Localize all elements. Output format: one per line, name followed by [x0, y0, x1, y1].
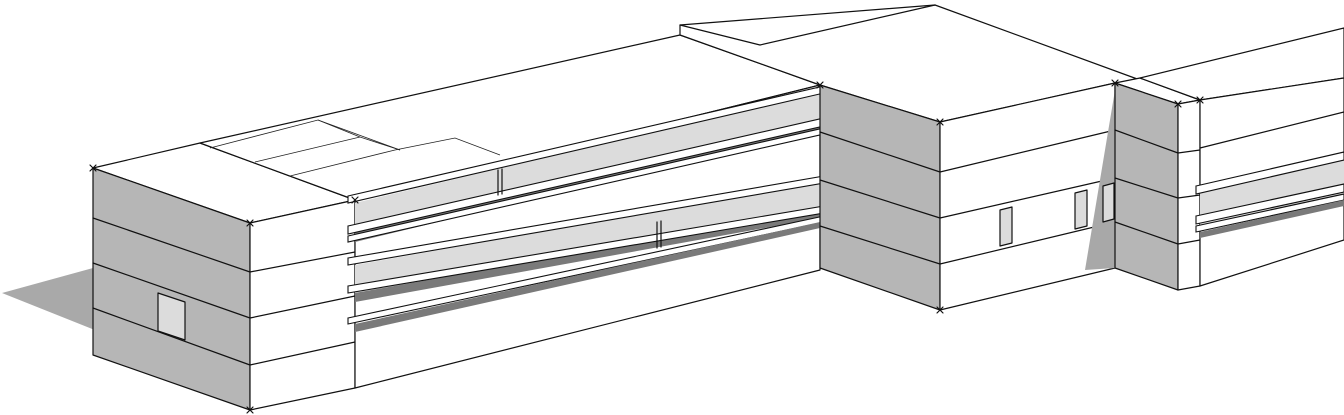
- right-floor-line-1: [1114, 129, 1201, 154]
- middle-block-shaded-face: [819, 84, 941, 311]
- roof-panel-line-4: [317, 119, 361, 138]
- tick-3: [351, 196, 359, 204]
- right-wing-rail-lower: [1195, 193, 1344, 233]
- right-wing-rail-top: [1195, 151, 1344, 195]
- left-block-floor-line-3: [92, 307, 356, 366]
- tick-10: [936, 306, 944, 314]
- right-floor-line-2: [1114, 177, 1201, 199]
- middle-roof-ridge: [679, 4, 936, 46]
- middle-block-front-face: [939, 82, 1116, 311]
- tick-6: [936, 118, 944, 126]
- right-wing-roof: [1139, 27, 1344, 101]
- left-block-floor-line-1: [92, 217, 356, 273]
- left-block: [92, 142, 356, 411]
- right-floor-line-3: [1114, 221, 1201, 245]
- lower-rail-shade: [355, 222, 820, 332]
- right-corner-block: [1114, 77, 1201, 291]
- corner-tick-marks: [89, 79, 1204, 414]
- roof-panel-line-3: [289, 137, 501, 177]
- tick-8: [1174, 100, 1182, 108]
- right-wing-rail-bottom: [1195, 183, 1344, 225]
- middle-window-3: [1102, 182, 1115, 223]
- right-wing: [1139, 27, 1344, 287]
- left-block-floor-line-2: [92, 262, 356, 319]
- right-corner-shaded-face: [1114, 82, 1179, 291]
- tick-7: [1111, 79, 1119, 87]
- right-wing-rail-shade: [1200, 200, 1344, 238]
- central-block: [199, 34, 825, 389]
- middle-front-shadow: [1085, 90, 1115, 270]
- tick-9: [1196, 96, 1204, 104]
- left-block-window: [157, 292, 186, 341]
- middle-block: [679, 4, 1141, 311]
- tick-2: [246, 219, 254, 227]
- tick-1: [89, 164, 97, 172]
- middle-floor-line-3: [819, 221, 1116, 265]
- tick-4: [246, 406, 254, 414]
- right-wing-floor-line: [1199, 111, 1344, 149]
- middle-window-1: [999, 206, 1013, 247]
- middle-floor-line-2: [819, 177, 1116, 219]
- middle-window-2: [1074, 189, 1088, 230]
- middle-floor-line-1: [819, 129, 1116, 173]
- tick-5: [816, 81, 824, 89]
- left-block-front-face: [249, 199, 356, 411]
